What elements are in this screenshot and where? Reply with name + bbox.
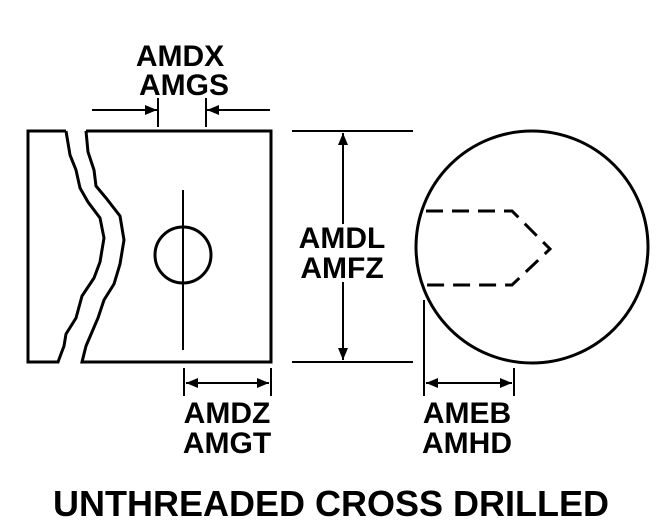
part-body [80, 129, 273, 364]
diagram-caption: UNTHREADED CROSS DRILLED [53, 483, 609, 524]
dimension-hole-offset: AMDZ AMGT [183, 368, 272, 460]
dimension-hole-diameter: AMDX AMGS [92, 40, 270, 127]
break-piece-left [26, 129, 106, 364]
label-ameb: AMEB [423, 397, 511, 430]
end-view: AMEB AMHD [414, 129, 650, 460]
drilled-hole-hidden [426, 209, 553, 287]
label-amfz: AMFZ [300, 252, 383, 285]
label-amgt: AMGT [183, 427, 271, 460]
label-amdz: AMDZ [184, 397, 271, 430]
dimension-height: AMDL AMFZ [292, 130, 413, 363]
label-amgs: AMGS [139, 69, 229, 102]
label-amdx: AMDX [136, 40, 224, 73]
side-view [26, 129, 273, 364]
label-amhd: AMHD [422, 427, 512, 460]
label-amdl: AMDL [299, 222, 386, 255]
end-view-circle [414, 129, 650, 365]
